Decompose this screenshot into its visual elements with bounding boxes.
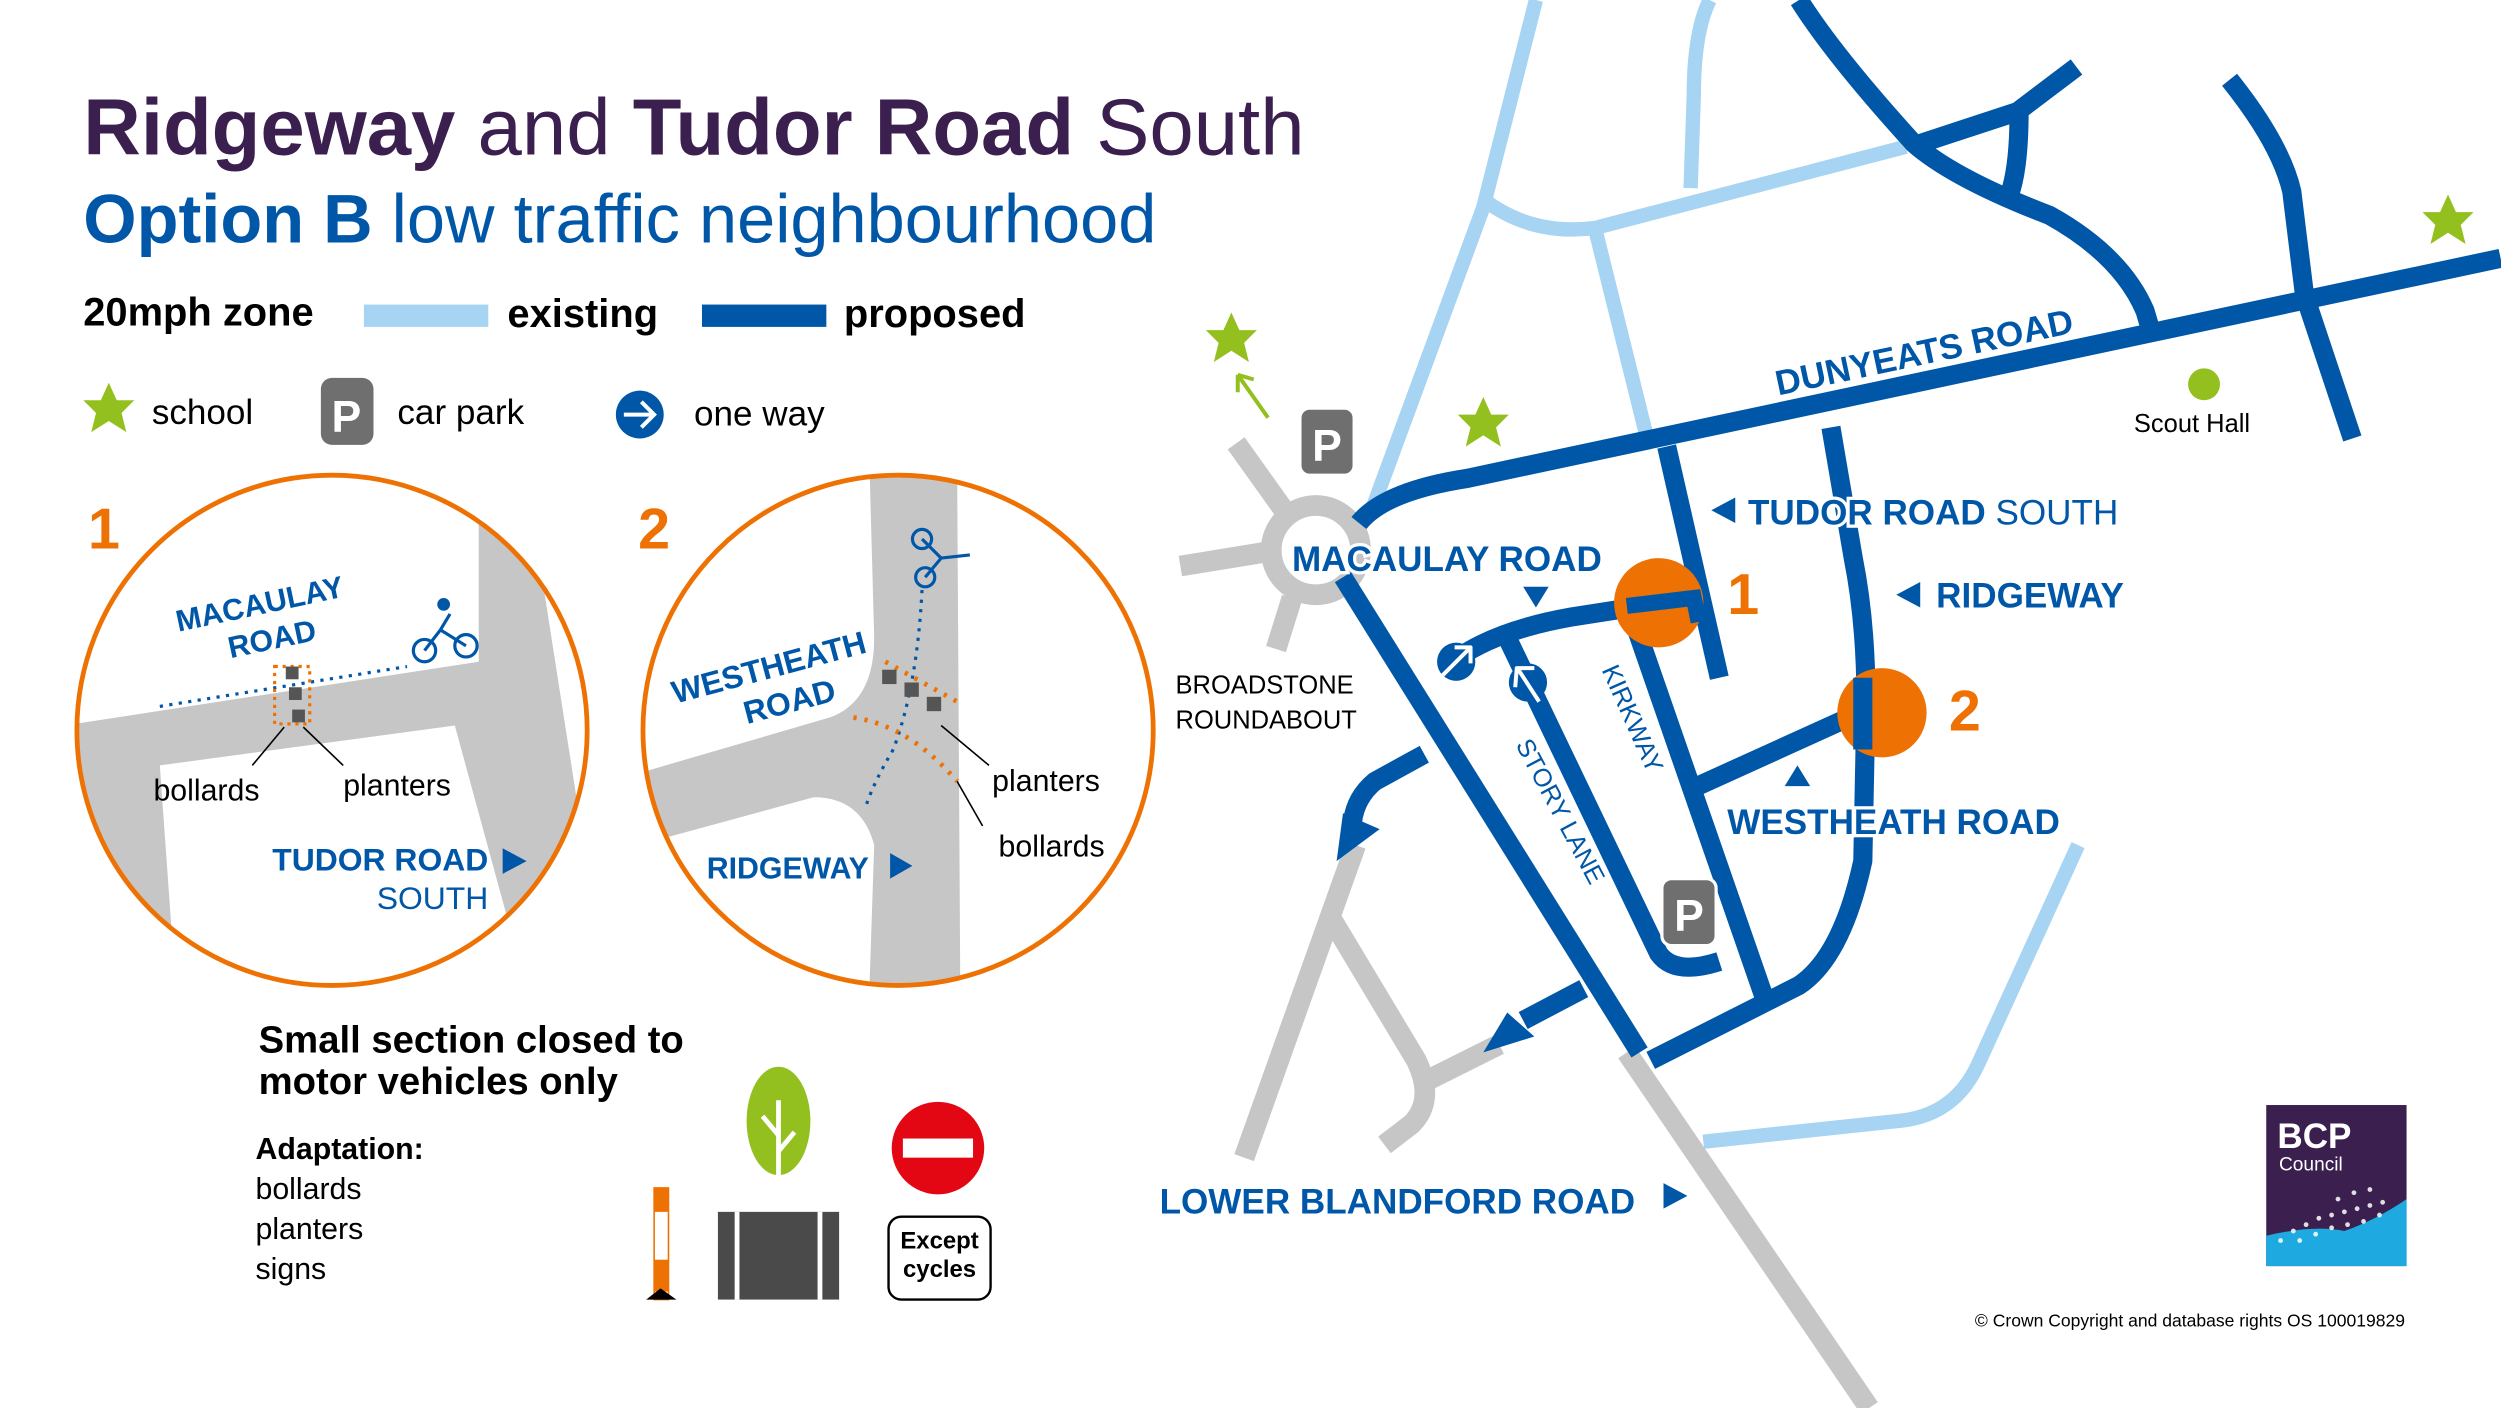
logo-council: Council xyxy=(2279,1154,2343,1175)
school-star-icon xyxy=(2422,194,2474,244)
ridgeway-label: RIDGEWAY xyxy=(1936,577,2124,616)
map xyxy=(1178,0,2501,1408)
school-star-icon xyxy=(1457,397,1509,447)
except-cycles-text-2: cycles xyxy=(903,1256,976,1283)
except-cycles-plate xyxy=(887,1215,992,1301)
adaptation-item: signs xyxy=(255,1253,326,1286)
planters-bollards-icon xyxy=(882,669,942,712)
logo-bcp: BCP xyxy=(2277,1117,2351,1156)
inset-1-planters-label: planters xyxy=(343,770,451,803)
direction-triangle-icon xyxy=(1663,1183,1688,1209)
inset-2-number: 2 xyxy=(638,498,670,562)
direction-triangle-icon xyxy=(1523,586,1549,608)
inset-1-tudor-label-2: SOUTH xyxy=(377,880,489,916)
adaptation-item: bollards xyxy=(255,1173,361,1206)
adaptation-item: planters xyxy=(255,1213,363,1246)
legend: 20mph zone existing proposed school P ca… xyxy=(83,290,1025,445)
closure-section: Small section closed to motor vehicles o… xyxy=(255,1018,992,1301)
tudor-road-south-label: TUDOR ROAD SOUTH xyxy=(1748,494,2118,533)
legend-proposed-swatch xyxy=(701,304,827,327)
car-park-letter: P xyxy=(331,393,361,442)
legend-zone-label: 20mph zone xyxy=(83,290,313,334)
closure-heading-2: motor vehicles only xyxy=(259,1060,619,1103)
marker-1-label: 1 xyxy=(1727,563,1759,627)
page-subtitle: Option B low traffic neighbourhood xyxy=(83,180,1156,257)
scout-hall-label: Scout Hall xyxy=(2134,410,2250,438)
school-star-icon xyxy=(1205,312,1270,419)
cyclist-icon xyxy=(910,527,971,589)
title-south: South xyxy=(1074,83,1304,172)
closure-marker-2 xyxy=(1837,668,1927,758)
inset-1-tudor-label: TUDOR ROAD xyxy=(272,842,488,878)
proposed-roads xyxy=(1334,0,2501,1069)
subtitle-rest: low traffic neighbourhood xyxy=(373,180,1157,257)
macaulay-road-label: MACAULAY ROAD xyxy=(1292,540,1602,579)
one-way-arrowhead-icon xyxy=(1483,1012,1535,1053)
bollard-icon xyxy=(646,1187,677,1301)
legend-proposed-label: proposed xyxy=(844,292,1026,336)
copyright-notice: © Crown Copyright and database rights OS… xyxy=(1975,1311,2405,1331)
car-park-icon: P xyxy=(1660,877,1718,948)
one-way-arrowhead-icon xyxy=(1336,813,1380,862)
cyclist-icon xyxy=(411,597,479,664)
legend-one-way-label: one way xyxy=(694,395,825,434)
closure-heading: Small section closed to xyxy=(259,1018,684,1061)
no-entry-sign-icon xyxy=(891,1101,985,1195)
marker-2-label: 2 xyxy=(1949,679,1981,743)
roundabout-label-2: ROUNDABOUT xyxy=(1176,707,1357,735)
westheath-road-label: WESTHEATH ROAD xyxy=(1727,803,2060,842)
one-way-arrow-icon xyxy=(615,390,664,439)
inset-1-bollards-label: bollards xyxy=(153,774,259,807)
inset-2: 2 WESTHEATH ROAD planters bollards RIDGE… xyxy=(638,472,1156,988)
car-park-icon: P xyxy=(1298,406,1356,477)
legend-existing-swatch xyxy=(363,304,489,327)
lower-blandford-road-label: LOWER BLANDFORD ROAD xyxy=(1160,1182,1635,1221)
tudor-bold: TUDOR ROAD xyxy=(1748,494,1986,533)
car-park-icon: P xyxy=(320,377,374,445)
inset-2-planters-label: planters xyxy=(992,765,1100,798)
car-park-letter: P xyxy=(1674,892,1704,941)
inset-2-bollards-label: bollards xyxy=(999,830,1105,863)
tudor-rest: SOUTH xyxy=(1986,494,2119,533)
car-park-letter: P xyxy=(1312,422,1342,471)
planters-bollards-icon xyxy=(273,664,312,726)
bcp-council-logo: BCP Council xyxy=(2266,1105,2407,1267)
adaptation-label: Adaptation: xyxy=(255,1133,423,1166)
planter-tree-icon xyxy=(717,1066,840,1300)
title-tudor: Tudor Road xyxy=(633,83,1074,172)
legend-existing-label: existing xyxy=(507,292,658,336)
inset-2-ridgeway-label: RIDGEWAY xyxy=(707,853,869,886)
subtitle-option: Option B xyxy=(83,180,372,257)
scout-hall-marker-icon xyxy=(2188,368,2220,401)
one-way-arrow-icon xyxy=(1508,663,1548,703)
direction-triangle-icon xyxy=(1784,765,1811,787)
one-way-arrow-icon xyxy=(1437,642,1476,681)
direction-triangle-icon xyxy=(502,848,527,874)
cycle-route-line xyxy=(159,664,408,708)
direction-triangle-icon xyxy=(1711,497,1736,524)
inset-1: 1 MACAULAY ROAD bollards planters TUDOR … xyxy=(74,472,590,988)
direction-triangle-icon xyxy=(890,853,913,879)
title-and: and xyxy=(455,83,632,172)
title-ridgeway: Ridgeway xyxy=(83,83,455,172)
gray-roads xyxy=(1178,437,1878,1408)
direction-triangle-icon xyxy=(1896,582,1921,608)
page-title: Ridgeway and Tudor Road South xyxy=(83,83,1304,172)
except-cycles-text: Except xyxy=(900,1228,978,1255)
school-star-icon xyxy=(83,382,135,433)
legend-school-label: school xyxy=(152,393,253,432)
legend-car-park-label: car park xyxy=(397,393,524,432)
roundabout-label: BROADSTONE xyxy=(1176,672,1354,700)
inset-1-number: 1 xyxy=(88,498,120,562)
existing-roads xyxy=(1364,0,2085,1149)
